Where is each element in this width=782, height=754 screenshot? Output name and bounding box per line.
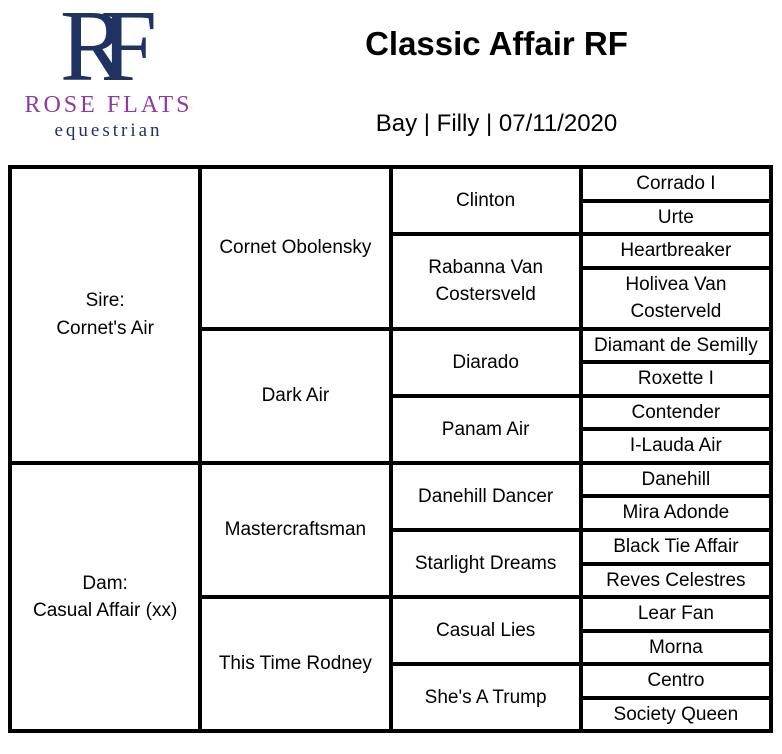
cell-sire-sire: Cornet Obolensky bbox=[198, 165, 393, 331]
dam-label: Dam: bbox=[82, 572, 128, 594]
table-row: Starlight Dreams Black Tie Affair bbox=[10, 528, 774, 600]
cell-dam-sire-dam: Starlight Dreams bbox=[388, 528, 583, 600]
monogram-letter-r: R bbox=[59, 0, 128, 103]
cell-dam-dam-dam-sire: Centro bbox=[578, 662, 774, 700]
brand-tagline: equestrian bbox=[54, 119, 163, 141]
cell-dam-dam-sire-dam: Morna bbox=[578, 628, 774, 667]
cell-dam-dam-dam-dam: Society Queen bbox=[578, 695, 774, 734]
table-row: Reves Celestres bbox=[10, 561, 774, 600]
cell-sire-dam-dam: Panam Air bbox=[388, 393, 583, 465]
table-row: Roxette I bbox=[10, 360, 774, 398]
cell-sire-sire-dam-sire: Heartbreaker bbox=[578, 232, 774, 270]
monogram-letter-f: F bbox=[100, 0, 158, 103]
brand-name: ROSE FLATS bbox=[24, 91, 193, 118]
cell-sire-dam-sire: Diarado bbox=[388, 326, 583, 398]
cell-sire-dam-dam-sire: Contender bbox=[578, 393, 774, 432]
pedigree-table: Sire: Cornet's Air Cornet Obolensky Clin… bbox=[7, 164, 774, 734]
cell-sire-dam-sire-sire: Diamant de Semilly bbox=[578, 326, 774, 365]
table-row: Mira Adonde bbox=[10, 494, 774, 532]
sire-name: Cornet's Air bbox=[56, 317, 154, 339]
cell-dam-dam-sire-sire: Lear Fan bbox=[578, 595, 774, 633]
cell-sire-dam: Dark Air bbox=[198, 326, 393, 465]
cell-dam-dam-dam: She's A Trump bbox=[388, 662, 583, 734]
cell-dam-sire-sire-sire: Danehill bbox=[578, 460, 774, 499]
horse-name-title: Classic Affair RF bbox=[365, 25, 628, 62]
table-row: Panam Air Contender bbox=[10, 393, 774, 465]
rf-monogram-icon: RF bbox=[6, 0, 211, 98]
cell-dam-sire-sire-dam: Mira Adonde bbox=[578, 494, 774, 532]
cell-sire-sire-sire-dam: Urte bbox=[578, 198, 774, 237]
rose-flats-logo: RF ROSE FLATS equestrian bbox=[6, 0, 211, 142]
table-row: This Time Rodney Casual Lies Lear Fan bbox=[10, 595, 774, 734]
table-row: Holivea Van Costerveld bbox=[10, 265, 774, 331]
table-row: Rabanna Van Costersveld Heartbreaker bbox=[10, 232, 774, 331]
cell-sire-sire-sire: Clinton bbox=[388, 164, 583, 237]
cell-sire-sire-dam-dam: Holivea Van Costerveld bbox=[578, 265, 774, 331]
cell-sire: Sire: Cornet's Air bbox=[7, 165, 203, 465]
cell-dam-sire: Mastercraftsman bbox=[198, 460, 393, 600]
table-row: Urte bbox=[10, 198, 774, 237]
cell-dam-dam: This Time Rodney bbox=[198, 595, 393, 734]
cell-dam: Dam: Casual Affair (xx) bbox=[7, 460, 203, 734]
horse-details-subtitle: Bay | Filly | 07/11/2020 bbox=[375, 110, 618, 138]
table-row: Dark Air Diarado Diamant de Semilly bbox=[10, 326, 774, 465]
cell-dam-dam-sire: Casual Lies bbox=[388, 595, 583, 667]
table-row: I-Lauda Air bbox=[10, 427, 774, 465]
table-row: Sire: Cornet's Air Cornet Obolensky Clin… bbox=[7, 164, 774, 465]
header-text: Classic Affair RF Bay | Filly | 07/11/20… bbox=[211, 4, 782, 138]
page-header: RF ROSE FLATS equestrian Classic Affair … bbox=[0, 0, 782, 160]
cell-dam-sire-dam-dam: Reves Celestres bbox=[578, 561, 774, 600]
sire-label: Sire: bbox=[85, 290, 125, 312]
cell-sire-dam-dam-dam: I-Lauda Air bbox=[578, 427, 774, 465]
cell-dam-sire-sire: Danehill Dancer bbox=[388, 460, 583, 533]
cell-sire-sire-dam: Rabanna Van Costersveld bbox=[388, 232, 583, 331]
cell-sire-dam-sire-dam: Roxette I bbox=[578, 360, 774, 398]
dam-name: Casual Affair (xx) bbox=[32, 600, 178, 622]
table-row: Morna bbox=[10, 628, 774, 667]
table-row: Society Queen bbox=[10, 695, 774, 734]
cell-sire-sire-sire-sire: Corrado I bbox=[578, 165, 774, 203]
cell-dam-sire-dam-sire: Black Tie Affair bbox=[578, 528, 774, 566]
table-row: Dam: Casual Affair (xx) Mastercraftsman … bbox=[7, 460, 774, 734]
table-row: She's A Trump Centro bbox=[10, 662, 774, 734]
